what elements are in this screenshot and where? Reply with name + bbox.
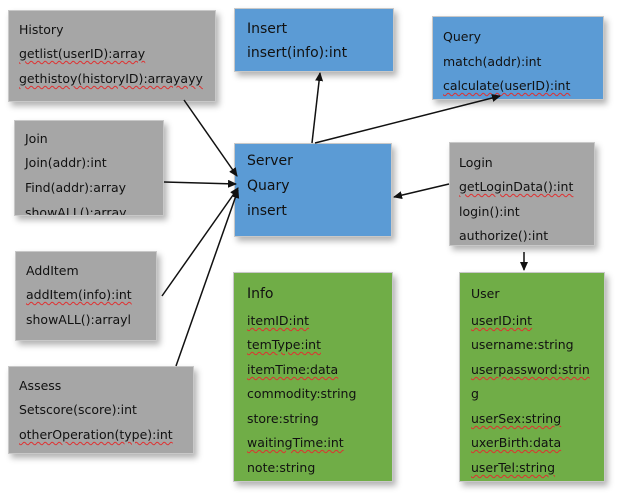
user-field: userID:int: [471, 313, 533, 328]
additem-to-server-arrow: [161, 187, 239, 297]
assess-to-server-arrow: [175, 189, 240, 367]
additem-method: addItem(info):int: [26, 287, 132, 302]
assess-method: otherOperation(type):int: [19, 427, 173, 442]
info-field: store:string: [247, 411, 319, 426]
query-method: match(addr):int: [443, 54, 542, 69]
user-field: userpassword:strin: [471, 362, 590, 377]
user-title: User: [471, 286, 500, 301]
info-field: note:string: [247, 460, 316, 475]
history-method: getlist(userID):array: [19, 46, 146, 61]
user-field: userSex:string: [471, 411, 562, 426]
info-class: Info itemID:int temType:int itemTime:dat…: [233, 272, 393, 482]
user-class: User userID:int username:string userpass…: [459, 272, 605, 482]
query-method: calculate(userID):int: [443, 78, 571, 93]
assess-method: Setscore(score):int: [19, 402, 137, 417]
info-field: itemTime:data: [247, 362, 339, 377]
info-field: commodity:string: [247, 386, 357, 401]
server-to-insert-arrow: [311, 72, 324, 144]
server-class: Server Quary insert: [234, 143, 392, 237]
server-to-query-arrow: [314, 94, 501, 144]
server-method: insert: [247, 203, 287, 219]
info-field: temType:int: [247, 337, 321, 352]
additem-class: AddItem addItem(info):int showALL():arra…: [15, 251, 157, 341]
additem-method: showALL():arrayl: [26, 312, 131, 327]
info-field: itemID:int: [247, 313, 310, 328]
query-title: Query: [443, 29, 481, 44]
login-method: getLoginData():int: [459, 179, 574, 194]
user-field: username:string: [471, 337, 574, 352]
join-method: showALL():array: [25, 205, 127, 216]
insert-method: insert(info):int: [247, 45, 348, 61]
insert-class: Insert insert(info):int: [234, 8, 394, 72]
join-method: Find(addr):array: [25, 180, 127, 195]
assess-title: Assess: [19, 378, 62, 393]
query-class: Query match(addr):int calculate(userID):…: [432, 16, 604, 100]
info-field: waitingTime:int: [247, 435, 344, 450]
history-class: History getlist(userID):array gethistoy(…: [8, 10, 216, 102]
history-title: History: [19, 22, 64, 37]
user-field: uxerBirth:data: [471, 435, 562, 450]
login-title: Login: [459, 155, 493, 170]
history-method: gethistoy(historyID):arrayayy: [19, 71, 203, 86]
login-method: login():int: [459, 204, 520, 219]
join-title: Join: [25, 131, 48, 146]
server-method: Quary: [247, 178, 290, 194]
history-to-server-arrow: [183, 99, 238, 177]
join-to-server-arrow: [163, 179, 237, 188]
join-class: Join Join(addr):int Find(addr):array sho…: [14, 120, 164, 216]
login-method: authorize():int: [459, 228, 549, 243]
additem-title: AddItem: [26, 263, 79, 278]
info-title: Info: [247, 286, 274, 302]
login-class: Login getLoginData():int login():int aut…: [449, 142, 595, 246]
server-title: Server: [247, 153, 293, 169]
join-method: Join(addr):int: [25, 155, 107, 170]
assess-class: Assess Setscore(score):int otherOperatio…: [8, 366, 194, 454]
insert-title: Insert: [247, 21, 288, 37]
login-to-server-arrow: [393, 183, 450, 200]
user-field: userTel:string: [471, 460, 556, 475]
user-field: g: [471, 386, 479, 401]
